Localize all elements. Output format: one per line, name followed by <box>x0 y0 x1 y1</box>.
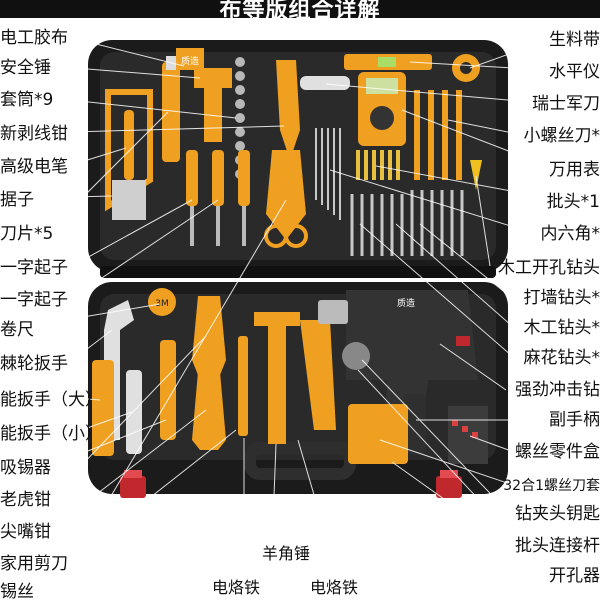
adjustable-wrench-small <box>126 370 142 454</box>
label-wood-hole-bit: 木工开孔钻头 <box>498 258 600 278</box>
label-flat-screwdriver-1: 一字起子 <box>0 258 68 278</box>
label-saw: 据子 <box>0 190 34 210</box>
label-multimeter: 万用表 <box>549 160 600 180</box>
swiss-knife <box>300 76 350 90</box>
label-electrical-tape: 电工胶布 <box>0 28 68 48</box>
label-wood-bits: 木工钻头* <box>524 318 600 338</box>
label-safety-hammer: 安全锤 <box>0 58 51 78</box>
label-claw-hammer: 羊角锤 <box>262 544 310 564</box>
label-bit-extension: 批头连接杆 <box>515 536 600 556</box>
label-hole-saw: 开孔器 <box>549 566 600 586</box>
label-chuck-key: 钻夹头钥匙 <box>515 504 600 524</box>
brand-logo: 质造 <box>181 55 199 67</box>
label-swiss-knife: 瑞士军刀 <box>532 94 600 114</box>
label-bits: 批头*1 <box>547 192 600 212</box>
drill-brand: 质造 <box>397 297 415 309</box>
label-desoldering-pump: 吸锡器 <box>0 458 51 478</box>
label-adjustable-wrench-large: 能扳手（大） <box>0 390 102 410</box>
label-masonry-bits: 打墙钻头* <box>524 288 600 308</box>
multimeter-dial <box>370 106 394 130</box>
label-precision-screwdrivers: 小螺丝刀* <box>524 126 600 146</box>
soldering-iron-1 <box>238 336 248 436</box>
combination-pliers <box>192 296 226 380</box>
label-blades: 刀片*5 <box>0 224 53 244</box>
label-impact-drill: 强劲冲击钻 <box>515 380 600 400</box>
label-screw-parts-box: 螺丝零件盒 <box>515 442 600 462</box>
drill-chuck <box>318 300 348 324</box>
latch-left <box>120 476 146 498</box>
label-ptfe-tape: 生料带 <box>549 30 600 50</box>
screwdriver-set-32in1 <box>348 404 408 464</box>
hole-saw <box>342 342 370 370</box>
level-bubble <box>378 57 396 67</box>
label-twist-bits: 麻花钻头* <box>524 348 600 368</box>
needle-nose-pliers <box>192 372 226 450</box>
label-flat-screwdriver-2: 一字起子 <box>0 290 68 310</box>
voltage-pen <box>124 110 134 180</box>
label-spirit-level: 水平仪 <box>549 62 600 82</box>
label-tape-measure: 卷尺 <box>0 320 34 340</box>
label-hex-keys: 内六角* <box>541 224 600 244</box>
label-adjustable-wrench-small: 能扳手（小） <box>0 424 102 444</box>
label-combination-pliers: 老虎钳 <box>0 490 51 510</box>
drill-switch <box>456 336 470 346</box>
label-solder-wire: 锡丝 <box>0 582 34 602</box>
multimeter-screen <box>366 78 398 94</box>
hinge-bar <box>100 266 496 278</box>
label-soldering-iron-2: 电烙铁 <box>310 578 358 598</box>
label-32in1-screwdriver-set: 32合1螺丝刀套 <box>503 476 600 496</box>
label-ratchet-wrench: 棘轮扳手 <box>0 354 68 374</box>
hacksaw-blade <box>112 180 146 220</box>
label-sockets: 套筒*9 <box>0 90 53 110</box>
label-wire-stripper: 新剥线钳 <box>0 124 68 144</box>
label-household-scissors: 家用剪刀 <box>0 554 68 574</box>
label-soldering-iron-1: 电烙铁 <box>212 578 260 598</box>
latch-right <box>436 476 462 498</box>
label-needle-nose-pliers: 尖嘴钳 <box>0 522 51 542</box>
label-auxiliary-handle: 副手柄 <box>549 410 600 430</box>
label-voltage-pen: 高级电笔 <box>0 157 68 177</box>
